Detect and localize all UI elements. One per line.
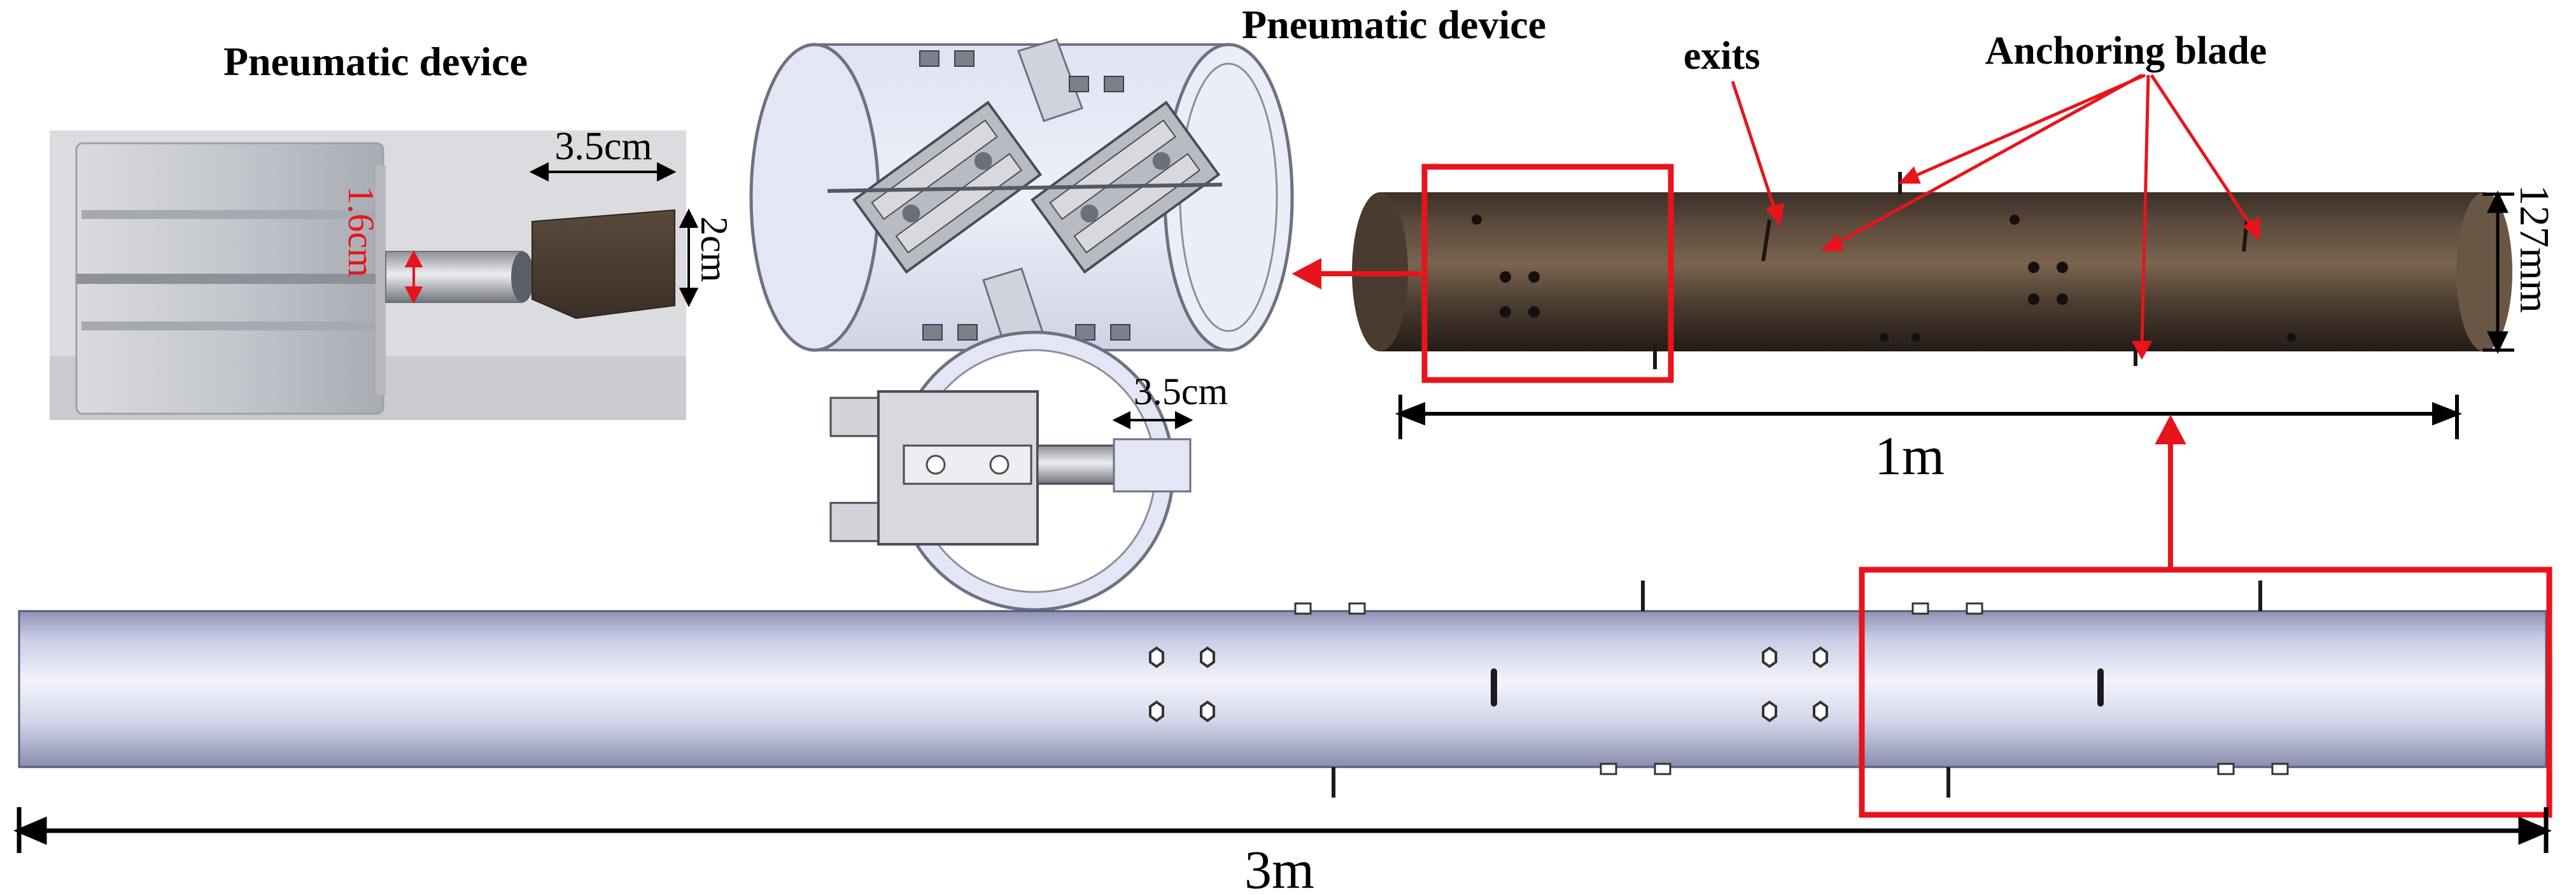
anchoring-blade-label: Anchoring blade: [1985, 29, 2267, 73]
three-meter-label: 3m: [1244, 839, 1314, 895]
full-pipe-body: [18, 610, 2547, 768]
rusty-pipe: [1352, 172, 2512, 369]
diameter-label: 127mm: [2511, 185, 2558, 313]
photo-panel-title: Pneumatic device: [223, 39, 528, 84]
photo-panel: Pneumatic device 3.5cm: [50, 39, 735, 420]
blade-height-dimension: [679, 208, 699, 307]
rod-diameter-label: 1.6cm: [341, 186, 382, 277]
one-meter-dimension: [1395, 395, 2463, 439]
blade-length-label: 3.5cm: [554, 125, 652, 168]
exits-label: exits: [1684, 34, 1761, 78]
section-blade-dimension: [1112, 411, 1193, 430]
diameter-dimension: [2482, 190, 2514, 354]
blade-length-dimension: [529, 162, 677, 182]
exit-holes: [1472, 215, 2296, 342]
full-pipe-bolts: [1294, 602, 2289, 775]
pneumatic-cylinder-body: [75, 142, 386, 415]
full-pipe-panel: 3m: [13, 567, 2552, 895]
full-pipe-slots: [1332, 581, 2262, 798]
cad-cross-section: [829, 330, 1192, 612]
connector-arrows: [1292, 258, 2186, 570]
piston-rod: [385, 251, 534, 303]
cad-bolts: [919, 50, 1130, 341]
annotation-arrows: [1731, 73, 2260, 360]
highlight-box-full-pipe: [1859, 567, 2552, 818]
pipe-photo-panel: exits Anchoring blade: [1352, 29, 2558, 486]
full-pipe-holes: [1149, 646, 1828, 722]
blade-height-label: 2cm: [693, 216, 735, 282]
cad-panel-title: Pneumatic device: [1242, 2, 1546, 47]
cad-tie-rod: [827, 183, 1223, 193]
section-blade-length-label: 3.5cm: [1134, 370, 1228, 412]
rod-diameter-dimension: [404, 250, 423, 304]
cad-panel: Pneumatic device: [749, 2, 1546, 612]
anchoring-blade-photo: [531, 209, 675, 320]
highlight-box-pipe: [1421, 164, 1674, 383]
three-meter-dimension: [13, 807, 2552, 853]
one-meter-label: 1m: [1875, 425, 1945, 486]
